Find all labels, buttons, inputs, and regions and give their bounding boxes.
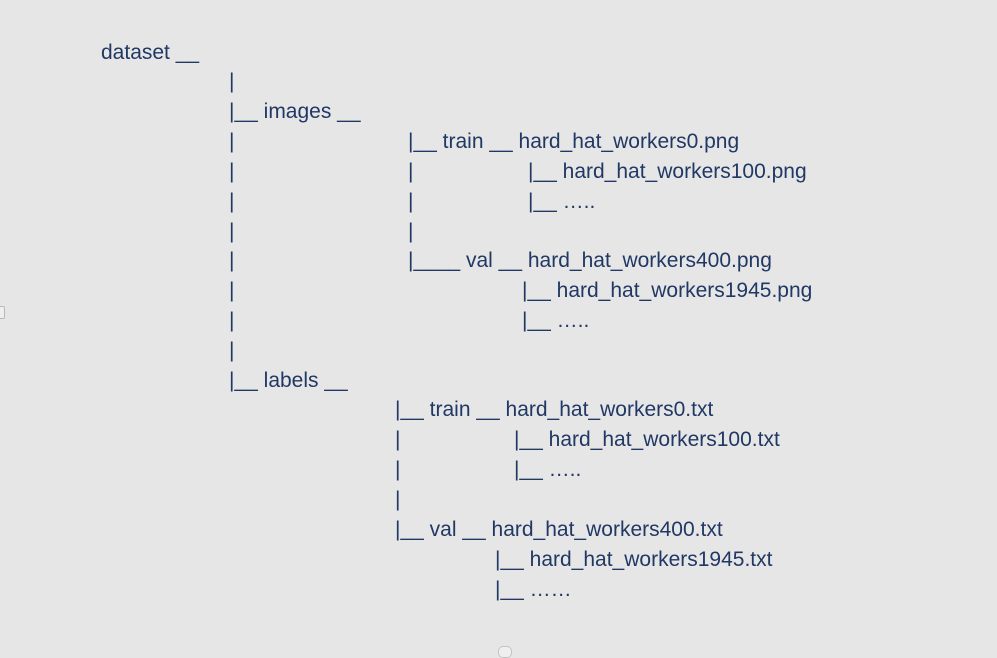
tree-pipe: | — [229, 220, 235, 243]
labels-train-item: |__ hard_hat_workers100.txt — [514, 428, 780, 451]
slide-edge-handle — [0, 306, 5, 319]
tree-pipe: | — [408, 160, 414, 183]
labels-val-node: |__ val __ hard_hat_workers400.txt — [395, 518, 723, 541]
tree-pipe: | — [229, 70, 235, 93]
tree-pipe: | — [229, 190, 235, 213]
tree-pipe: | — [395, 488, 401, 511]
tree-pipe: | — [408, 220, 414, 243]
tree-pipe: | — [229, 279, 235, 302]
tree-pipe: | — [229, 130, 235, 153]
labels-train-item: |__ ….. — [514, 458, 582, 481]
tree-pipe: | — [229, 160, 235, 183]
images-val-node: |____ val __ hard_hat_workers400.png — [408, 249, 772, 272]
images-train-item: |__ hard_hat_workers100.png — [528, 160, 807, 183]
tree-pipe: | — [229, 309, 235, 332]
root-node: dataset __ — [101, 41, 200, 64]
labels-train-node: |__ train __ hard_hat_workers0.txt — [395, 398, 714, 421]
tree-pipe: | — [229, 249, 235, 272]
labels-node: |__ labels __ — [229, 369, 348, 392]
images-node: |__ images __ — [229, 100, 361, 123]
labels-val-item: |__ hard_hat_workers1945.txt — [495, 548, 773, 571]
tree-pipe: | — [229, 339, 235, 362]
labels-val-item: |__ …… — [495, 578, 572, 601]
tree-pipe: | — [408, 190, 414, 213]
images-val-item: |__ ….. — [522, 309, 590, 332]
tree-pipe: | — [395, 458, 401, 481]
tree-pipe: | — [395, 428, 401, 451]
images-train-node: |__ train __ hard_hat_workers0.png — [408, 130, 740, 153]
images-train-item: |__ ….. — [528, 190, 596, 213]
slide-bottom-handle — [498, 646, 512, 658]
images-val-item: |__ hard_hat_workers1945.png — [522, 279, 813, 302]
